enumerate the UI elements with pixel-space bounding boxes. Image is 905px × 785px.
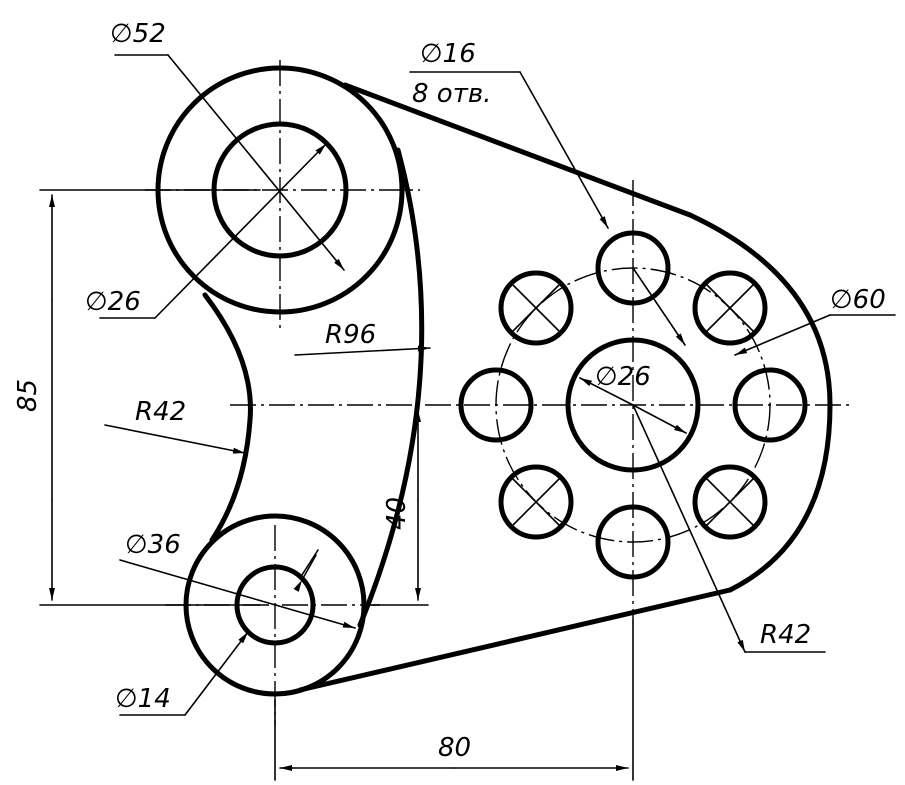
label-d14: ∅14 bbox=[115, 684, 171, 714]
label-d52: ∅52 bbox=[110, 19, 166, 49]
part-outline bbox=[202, 82, 833, 693]
label-d26-center: ∅26 bbox=[595, 362, 651, 392]
small-holes bbox=[458, 230, 808, 580]
label-h85: 85 bbox=[13, 379, 43, 412]
center-hole bbox=[565, 337, 701, 473]
label-d60: ∅60 bbox=[830, 285, 886, 315]
dimension-labels: ∅52 ∅16 8 отв. ∅26 R96 ∅60 ∅26 85 R42 40… bbox=[13, 19, 886, 763]
label-d16: ∅16 bbox=[420, 39, 476, 69]
label-d26-top: ∅26 bbox=[85, 287, 141, 317]
label-w80: 80 bbox=[438, 733, 471, 763]
label-r42-bottom: R42 bbox=[760, 620, 811, 650]
label-r42-left: R42 bbox=[135, 397, 186, 427]
label-d36: ∅36 bbox=[125, 530, 181, 560]
label-holes: 8 отв. bbox=[412, 79, 491, 109]
label-r96: R96 bbox=[325, 320, 376, 350]
dimension-lines bbox=[39, 54, 896, 781]
label-v40: 40 bbox=[382, 497, 412, 530]
